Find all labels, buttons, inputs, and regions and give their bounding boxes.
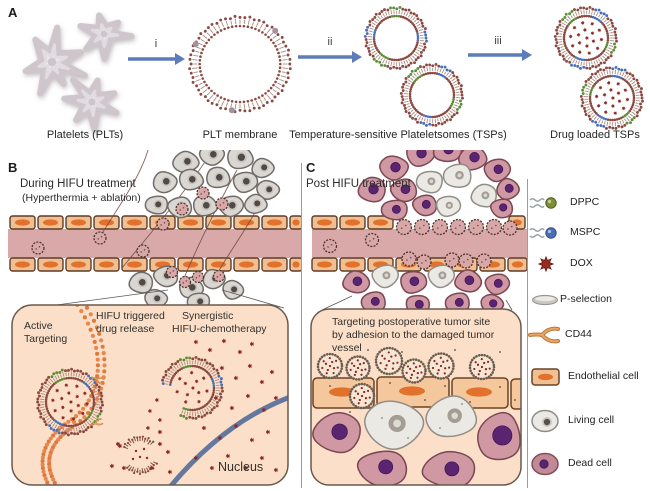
- panel-b-c-divider: [301, 163, 302, 488]
- legend-label-endothelial-cell: Endothelial cell: [568, 370, 639, 382]
- endothelial-cell-icon: [531, 368, 560, 386]
- legend-label-cd44: CD44: [565, 328, 592, 340]
- dead-cell-icon: [531, 452, 559, 476]
- arrow-iii-label: iii: [494, 35, 502, 47]
- panel-a-graphics: [22, 5, 644, 133]
- legend-label-dead-cell: Dead cell: [568, 457, 612, 469]
- panel-c-label: C: [306, 160, 316, 175]
- inset-b-synergy-line2: HIFU-chemotherapy: [172, 323, 267, 335]
- inset-c-caption-line3: vessel: [332, 342, 362, 354]
- arrow-i-label: i: [154, 38, 158, 50]
- caption-tsps: Temperature-sensitive Plateletsomes (TSP…: [289, 129, 507, 141]
- caption-plt-membrane: PLT membrane: [202, 129, 278, 141]
- legend-label-dppc: DPPC: [570, 196, 600, 208]
- panel-c-title: Post HIFU treatment: [306, 178, 411, 190]
- arrow-ii-label: ii: [327, 36, 333, 48]
- panel-a-label: A: [8, 5, 18, 20]
- panel-b-subtitle: (Hyperthermia + ablation): [22, 192, 141, 204]
- caption-platelets: Platelets (PLTs): [46, 129, 124, 141]
- caption-drug-loaded-tsps: Drug loaded TSPs: [550, 129, 640, 141]
- inset-b-hifu-release-line1: HIFU triggered: [96, 310, 165, 322]
- inset-b-active-targeting-line2: Targeting: [24, 333, 68, 345]
- inset-c-caption-line1: Targeting postoperative tumor site: [332, 316, 491, 328]
- legend-label-living-cell: Living cell: [568, 414, 615, 426]
- panel-c-legend-divider: [527, 179, 528, 488]
- inset-b-hifu-release-line2: drug release: [96, 323, 155, 335]
- mspc-lipid-icon: [529, 227, 557, 239]
- inset-b-active-targeting-line1: Active: [24, 320, 53, 332]
- panel-b-label: B: [8, 160, 18, 175]
- dox-icon: [537, 255, 555, 273]
- inset-b-nucleus-label: Nucleus: [218, 460, 264, 474]
- dppc-lipid-icon: [529, 197, 557, 209]
- legend-label-mspc: MSPC: [570, 226, 601, 238]
- living-cell-icon: [531, 409, 559, 433]
- inset-c-caption-line2: by adhesion to the damaged tumor: [332, 329, 495, 341]
- legend-label-dox: DOX: [570, 257, 593, 269]
- legend-label-p-selection: P-selection: [560, 293, 612, 305]
- p-selection-icon: [532, 294, 558, 306]
- inset-b-synergy-line1: Synergistic: [182, 310, 234, 322]
- panel-b-title: During HIFU treatment: [20, 178, 136, 190]
- cd44-receptor-icon: [528, 326, 560, 344]
